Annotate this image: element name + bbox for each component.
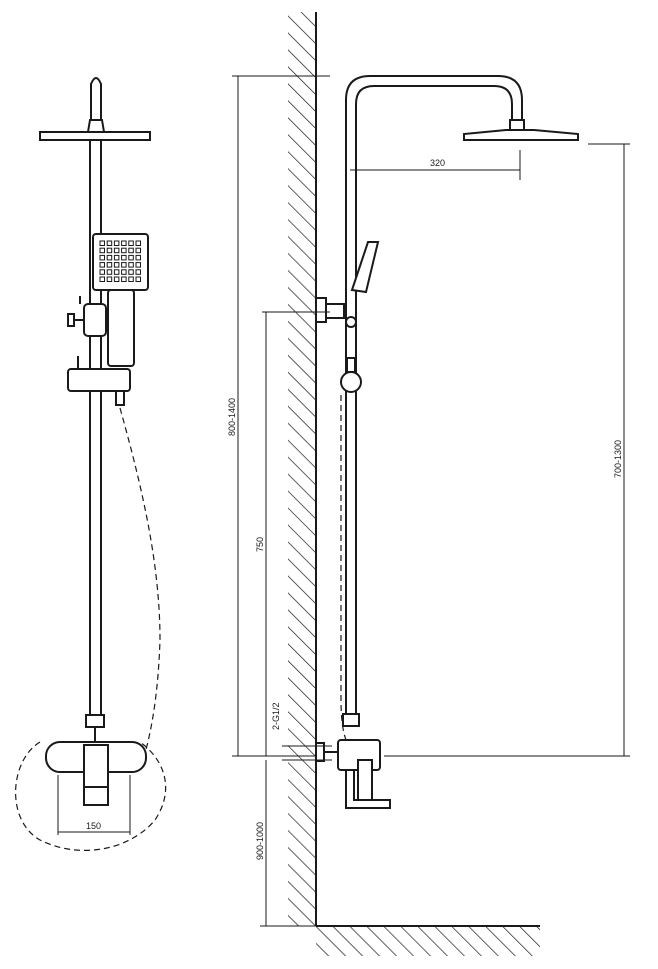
- nozzle: [135, 262, 141, 268]
- nozzle: [106, 276, 113, 282]
- nozzle: [113, 254, 120, 261]
- arm-reach-label: 320: [430, 158, 445, 168]
- head-height-label: 700-1300: [613, 440, 623, 478]
- front-mixer-spout: [83, 786, 109, 806]
- front-lower-connector: [85, 714, 105, 728]
- nozzle: [121, 240, 127, 246]
- nozzle: [106, 262, 113, 268]
- front-upper-holder: [83, 303, 107, 337]
- nozzle: [106, 269, 113, 275]
- side-slider-stem: [346, 357, 356, 373]
- nozzle: [135, 276, 141, 282]
- mixer-height-label: 900-1000: [255, 822, 265, 860]
- nozzle: [113, 269, 120, 275]
- side-slider: [340, 371, 362, 393]
- nozzle: [121, 276, 127, 282]
- front-vertical-bar: [89, 139, 102, 716]
- front-mixer-lever: [83, 744, 109, 788]
- side-head-collar: [509, 119, 525, 131]
- nozzle: [113, 240, 120, 246]
- nozzle: [99, 254, 105, 261]
- front-slider-hose-connector: [115, 390, 125, 406]
- nozzle: [128, 240, 134, 246]
- nozzle: [106, 254, 113, 261]
- nozzle: [135, 254, 141, 261]
- front-hose-sweep-area: [15, 741, 167, 851]
- connection-thread-label: 2-G1/2: [271, 702, 281, 730]
- nozzle: [128, 262, 134, 268]
- front-slider: [67, 368, 131, 392]
- side-lower-connector: [342, 713, 360, 727]
- front-hand-shower-nozzles: [99, 240, 141, 282]
- mixer-width-label: 150: [86, 821, 101, 831]
- side-rain-shower-head: [463, 129, 579, 141]
- nozzle: [113, 247, 120, 254]
- front-hand-shower-handle: [107, 289, 135, 367]
- nozzle: [121, 262, 127, 268]
- nozzle: [99, 262, 105, 268]
- side-view: 320 800-1400 750 2-G1/2 900-1000 700-130…: [227, 12, 630, 956]
- side-shower-arm-inner: [355, 85, 513, 716]
- nozzle: [121, 254, 127, 261]
- side-upper-knob: [345, 316, 357, 328]
- wall-hatch: [288, 12, 316, 926]
- side-mixer-lever: [357, 759, 373, 801]
- floor-hatch: [316, 926, 540, 956]
- total-height-label: 800-1400: [227, 398, 237, 436]
- front-head-riser: [90, 77, 102, 120]
- nozzle: [128, 247, 134, 254]
- nozzle: [113, 262, 120, 268]
- nozzle: [128, 254, 134, 261]
- nozzle: [128, 269, 134, 275]
- nozzle: [99, 240, 105, 246]
- front-upper-knob-cap: [67, 313, 75, 327]
- nozzle: [121, 247, 127, 254]
- nozzle: [99, 276, 105, 282]
- side-hose: [340, 395, 365, 749]
- bar-length-label: 750: [255, 537, 265, 552]
- front-rain-shower-head: [39, 131, 151, 141]
- nozzle: [121, 269, 127, 275]
- side-upper-holder: [325, 303, 345, 319]
- side-shower-arm: [345, 75, 523, 716]
- nozzle: [106, 240, 113, 246]
- side-mixer-spout: [345, 769, 391, 809]
- nozzle: [128, 276, 134, 282]
- nozzle: [99, 269, 105, 275]
- front-hose: [119, 407, 161, 771]
- nozzle: [135, 247, 141, 254]
- nozzle: [106, 247, 113, 254]
- nozzle: [113, 276, 120, 282]
- nozzle: [135, 269, 141, 275]
- front-view: 150: [15, 77, 167, 851]
- front-head-collar: [87, 119, 105, 133]
- nozzle: [99, 247, 105, 254]
- side-hand-shower-head: [350, 241, 380, 294]
- side-wall-bracket: [315, 297, 327, 323]
- nozzle: [135, 240, 141, 246]
